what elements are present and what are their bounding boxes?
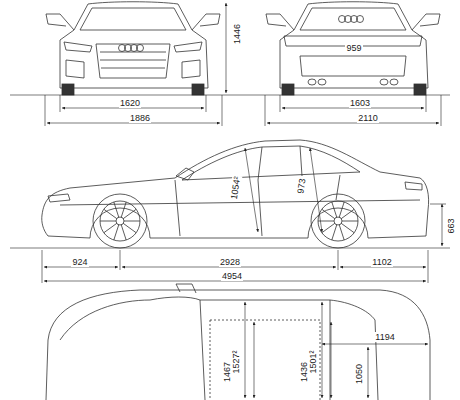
dimension-label: 1467 (222, 361, 232, 383)
dimension-label: 959 (345, 43, 362, 53)
wheel-spoke (342, 221, 358, 222)
wheel-spoke (341, 223, 354, 232)
dimension-label: 1054² (229, 175, 243, 201)
wheel-spoke (332, 202, 337, 217)
wheel-spoke (114, 225, 119, 240)
dimension-label: 924 (71, 257, 88, 267)
rear-view (266, 2, 440, 95)
wheel-spoke (322, 223, 335, 232)
dimension-label: 1527² (231, 349, 241, 374)
wheel-spoke (123, 223, 136, 232)
wheel-spoke (332, 225, 337, 240)
dimension-label: 2110 (357, 113, 378, 123)
wheel-spoke (124, 221, 140, 222)
dimension-label: 4954 (221, 271, 243, 281)
wheel-spoke (100, 221, 116, 222)
side-view (42, 140, 429, 248)
wheel-spoke (341, 209, 354, 218)
wheel-spoke (322, 209, 335, 218)
wheel-spoke (339, 225, 344, 240)
dimension-label: 2928 (219, 257, 241, 267)
dimension-label: 1050 (354, 363, 364, 385)
dimension-label: 1620 (119, 98, 141, 108)
wheel-spoke (121, 202, 126, 217)
top-view (46, 284, 430, 400)
dimension-label: 1603 (349, 98, 371, 108)
wheel-spoke (339, 202, 344, 217)
front-view (46, 2, 220, 95)
dimension-label: 1446 (232, 23, 242, 45)
wheel-spoke (123, 209, 136, 218)
wheel-spoke (121, 225, 126, 240)
dimension-label: 663 (446, 217, 456, 234)
dimension-label: 973 (296, 177, 309, 195)
wheel-spoke (104, 223, 117, 232)
dimension-label: 1102 (371, 257, 392, 267)
dimension-lines (10, 3, 450, 398)
dimension-label: 1194 (374, 332, 395, 342)
wheel-spoke (114, 202, 119, 217)
dimension-label: 1501² (308, 349, 318, 374)
wheel-spoke (104, 209, 117, 218)
dimension-label: 1436 (299, 361, 309, 383)
dimension-label: 1886 (129, 113, 151, 123)
